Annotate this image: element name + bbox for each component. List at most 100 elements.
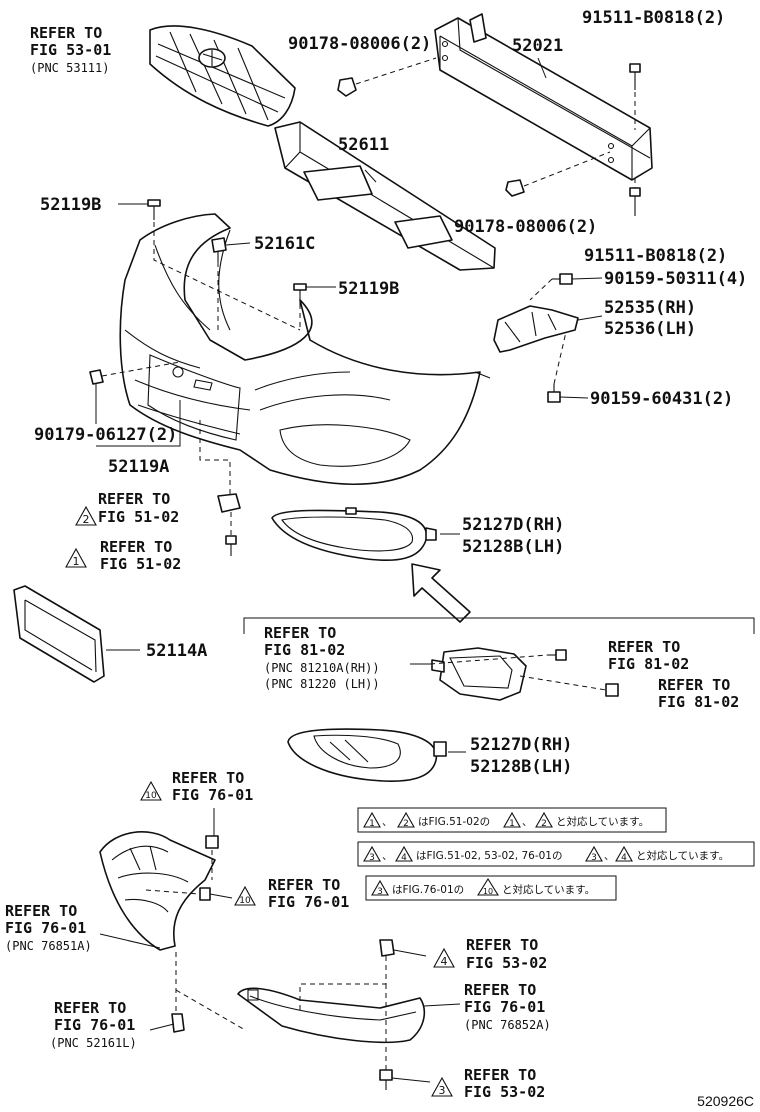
triangle-2-marker: 2 [75,505,97,526]
label-retainer-lh: 52536(LH) [604,319,696,339]
diagram-id: 520926C [697,1093,754,1109]
note2-sep2: 、 [604,850,615,862]
label-nut-mid: 90178-08006(2) [454,217,597,237]
label-reinforcement: 52021 [512,36,563,56]
ref10-top-line2: FIG 76-01 [172,786,253,804]
note1-tri-d: 2 [541,819,547,829]
bumper-cover-part [119,213,491,486]
note1-tri-a: 1 [369,819,375,829]
fog-nut-ref-line1: REFER TO [658,676,730,694]
radiator-grille-part [149,25,296,127]
fog-bezel-lower-part [287,728,447,782]
note2-tri-b: 4 [401,853,407,863]
label-bezel-lower-rh: 52127D(RH) [470,735,572,755]
fog-bezel-upper-part [271,507,437,562]
note3-tri-a: 3 [377,887,383,897]
label-clip-upper: 52161C [254,234,315,254]
spoiler-left-ref-line1: REFER TO [5,902,77,920]
clip-bottom-ref-pnc: (PNC 52161L) [50,1036,137,1050]
fog-lamp-part [431,647,527,701]
triangle-4-marker: 4 [433,947,455,968]
note1-tri-b: 2 [403,819,409,829]
fog-nut-ref-line2: FIG 81-02 [658,693,739,711]
note1-text1: はFIG.51-02の [418,816,490,828]
note2-tri-d: 4 [621,853,627,863]
clip-bottom-ref-line2: FIG 76-01 [54,1016,135,1034]
label-bezel-lower-lh: 52128B(LH) [470,757,572,777]
triangle-10-top-number: 10 [145,791,157,801]
fog-ref-pnc-lh: (PNC 81220 (LH)) [264,677,380,691]
ref2-line2: FIG 51-02 [98,508,179,526]
label-bolt-mid: 91511-B0818(2) [584,246,727,266]
lower-spoiler-right-part [237,987,426,1044]
spoiler-left-ref-line2: FIG 76-01 [5,919,86,937]
label-bumper-cover: 52119A [108,457,169,477]
ref2-line1: REFER TO [98,490,170,508]
label-bolt-top: 91511-B0818(2) [582,8,725,28]
label-screw-left: 52119B [40,195,101,215]
triangle-10-top-marker: 10 [140,780,162,801]
triangle-1-number: 1 [73,555,80,568]
ref10-mid-line2: FIG 76-01 [268,893,349,911]
spoiler-left-ref-pnc: (PNC 76851A) [5,939,92,953]
triangle-4-number: 4 [441,955,448,968]
note3-tri-c: 10 [483,887,493,896]
spoiler-right-ref-pnc: (PNC 76852A) [464,1018,551,1032]
note2-sep1: 、 [382,850,393,862]
triangle-3-number: 3 [439,1084,446,1097]
label-retainer-rh: 52535(RH) [604,298,696,318]
triangle-1-marker: 1 [65,547,87,568]
note-box-3: 3 はFIG.76-01の 10 と対応しています。 [365,875,617,901]
label-clip-left: 90179-06127(2) [34,425,177,445]
label-screw-lower-right: 90159-60431(2) [590,389,733,409]
direction-arrow [411,563,471,623]
ref1-line1: REFER TO [100,538,172,556]
ref10-mid-line1: REFER TO [268,876,340,894]
ref4-line2: FIG 53-02 [466,954,547,972]
ref3-line1: REFER TO [464,1066,536,1084]
grille-ref-line1: REFER TO [30,24,102,42]
note-box-2: 3 、 4 はFIG.51-02, 53-02, 76-01の 3 、 4 と対… [357,841,755,867]
label-absorber: 52611 [338,135,389,155]
grille-ref-pnc: (PNC 53111) [30,61,109,75]
fog-ref-line1: REFER TO [264,624,336,642]
ref3-line2: FIG 53-02 [464,1083,545,1101]
note1-sep2: 、 [522,816,533,828]
clip-bottom-ref-line1: REFER TO [54,999,126,1017]
leader-lines [95,57,755,1083]
fog-screw-ref-line1: REFER TO [608,638,680,656]
fastener-icons [89,63,641,1090]
bumper-retainer-part [493,305,579,353]
note2-tri-a: 3 [369,853,375,863]
spoiler-right-ref-line1: REFER TO [464,981,536,999]
energy-absorber-part [274,121,496,271]
bumper-reinforcement-part [434,13,653,181]
assembly-dashed-lines [101,57,636,1070]
note1-tri-c: 1 [509,819,515,829]
triangle-3-marker: 3 [431,1076,453,1097]
note2-text2: と対応しています。 [636,849,729,862]
note3-text2: と対応しています。 [502,883,595,896]
ref4-line1: REFER TO [466,936,538,954]
label-nut-top: 90178-08006(2) [288,34,431,54]
note2-text1: はFIG.51-02, 53-02, 76-01の [416,850,563,862]
spoiler-right-ref-line2: FIG 76-01 [464,998,545,1016]
note1-sep1: 、 [382,816,393,828]
fog-ref-pnc-rh: (PNC 81210A(RH)) [264,661,380,675]
label-bezel-upper-lh: 52128B(LH) [462,537,564,557]
label-screw-center: 52119B [338,279,399,299]
ref10-top-line1: REFER TO [172,769,244,787]
triangle-10-mid-marker: 10 [234,885,256,906]
label-bezel-upper-rh: 52127D(RH) [462,515,564,535]
ref1-line2: FIG 51-02 [100,555,181,573]
triangle-10-mid-number: 10 [239,896,251,906]
note1-text2: と対応しています。 [556,815,649,828]
grille-ref-line2: FIG 53-01 [30,41,111,59]
note-box-1: 1 、 2 はFIG.51-02の 1 、 2 と対応しています。 [357,807,667,833]
label-plate-bracket: 52114A [146,641,207,661]
note3-text1: はFIG.76-01の [392,884,464,896]
note2-tri-c: 3 [591,853,597,863]
license-plate-bracket-part [13,585,105,683]
label-screw-right: 90159-50311(4) [604,269,747,289]
